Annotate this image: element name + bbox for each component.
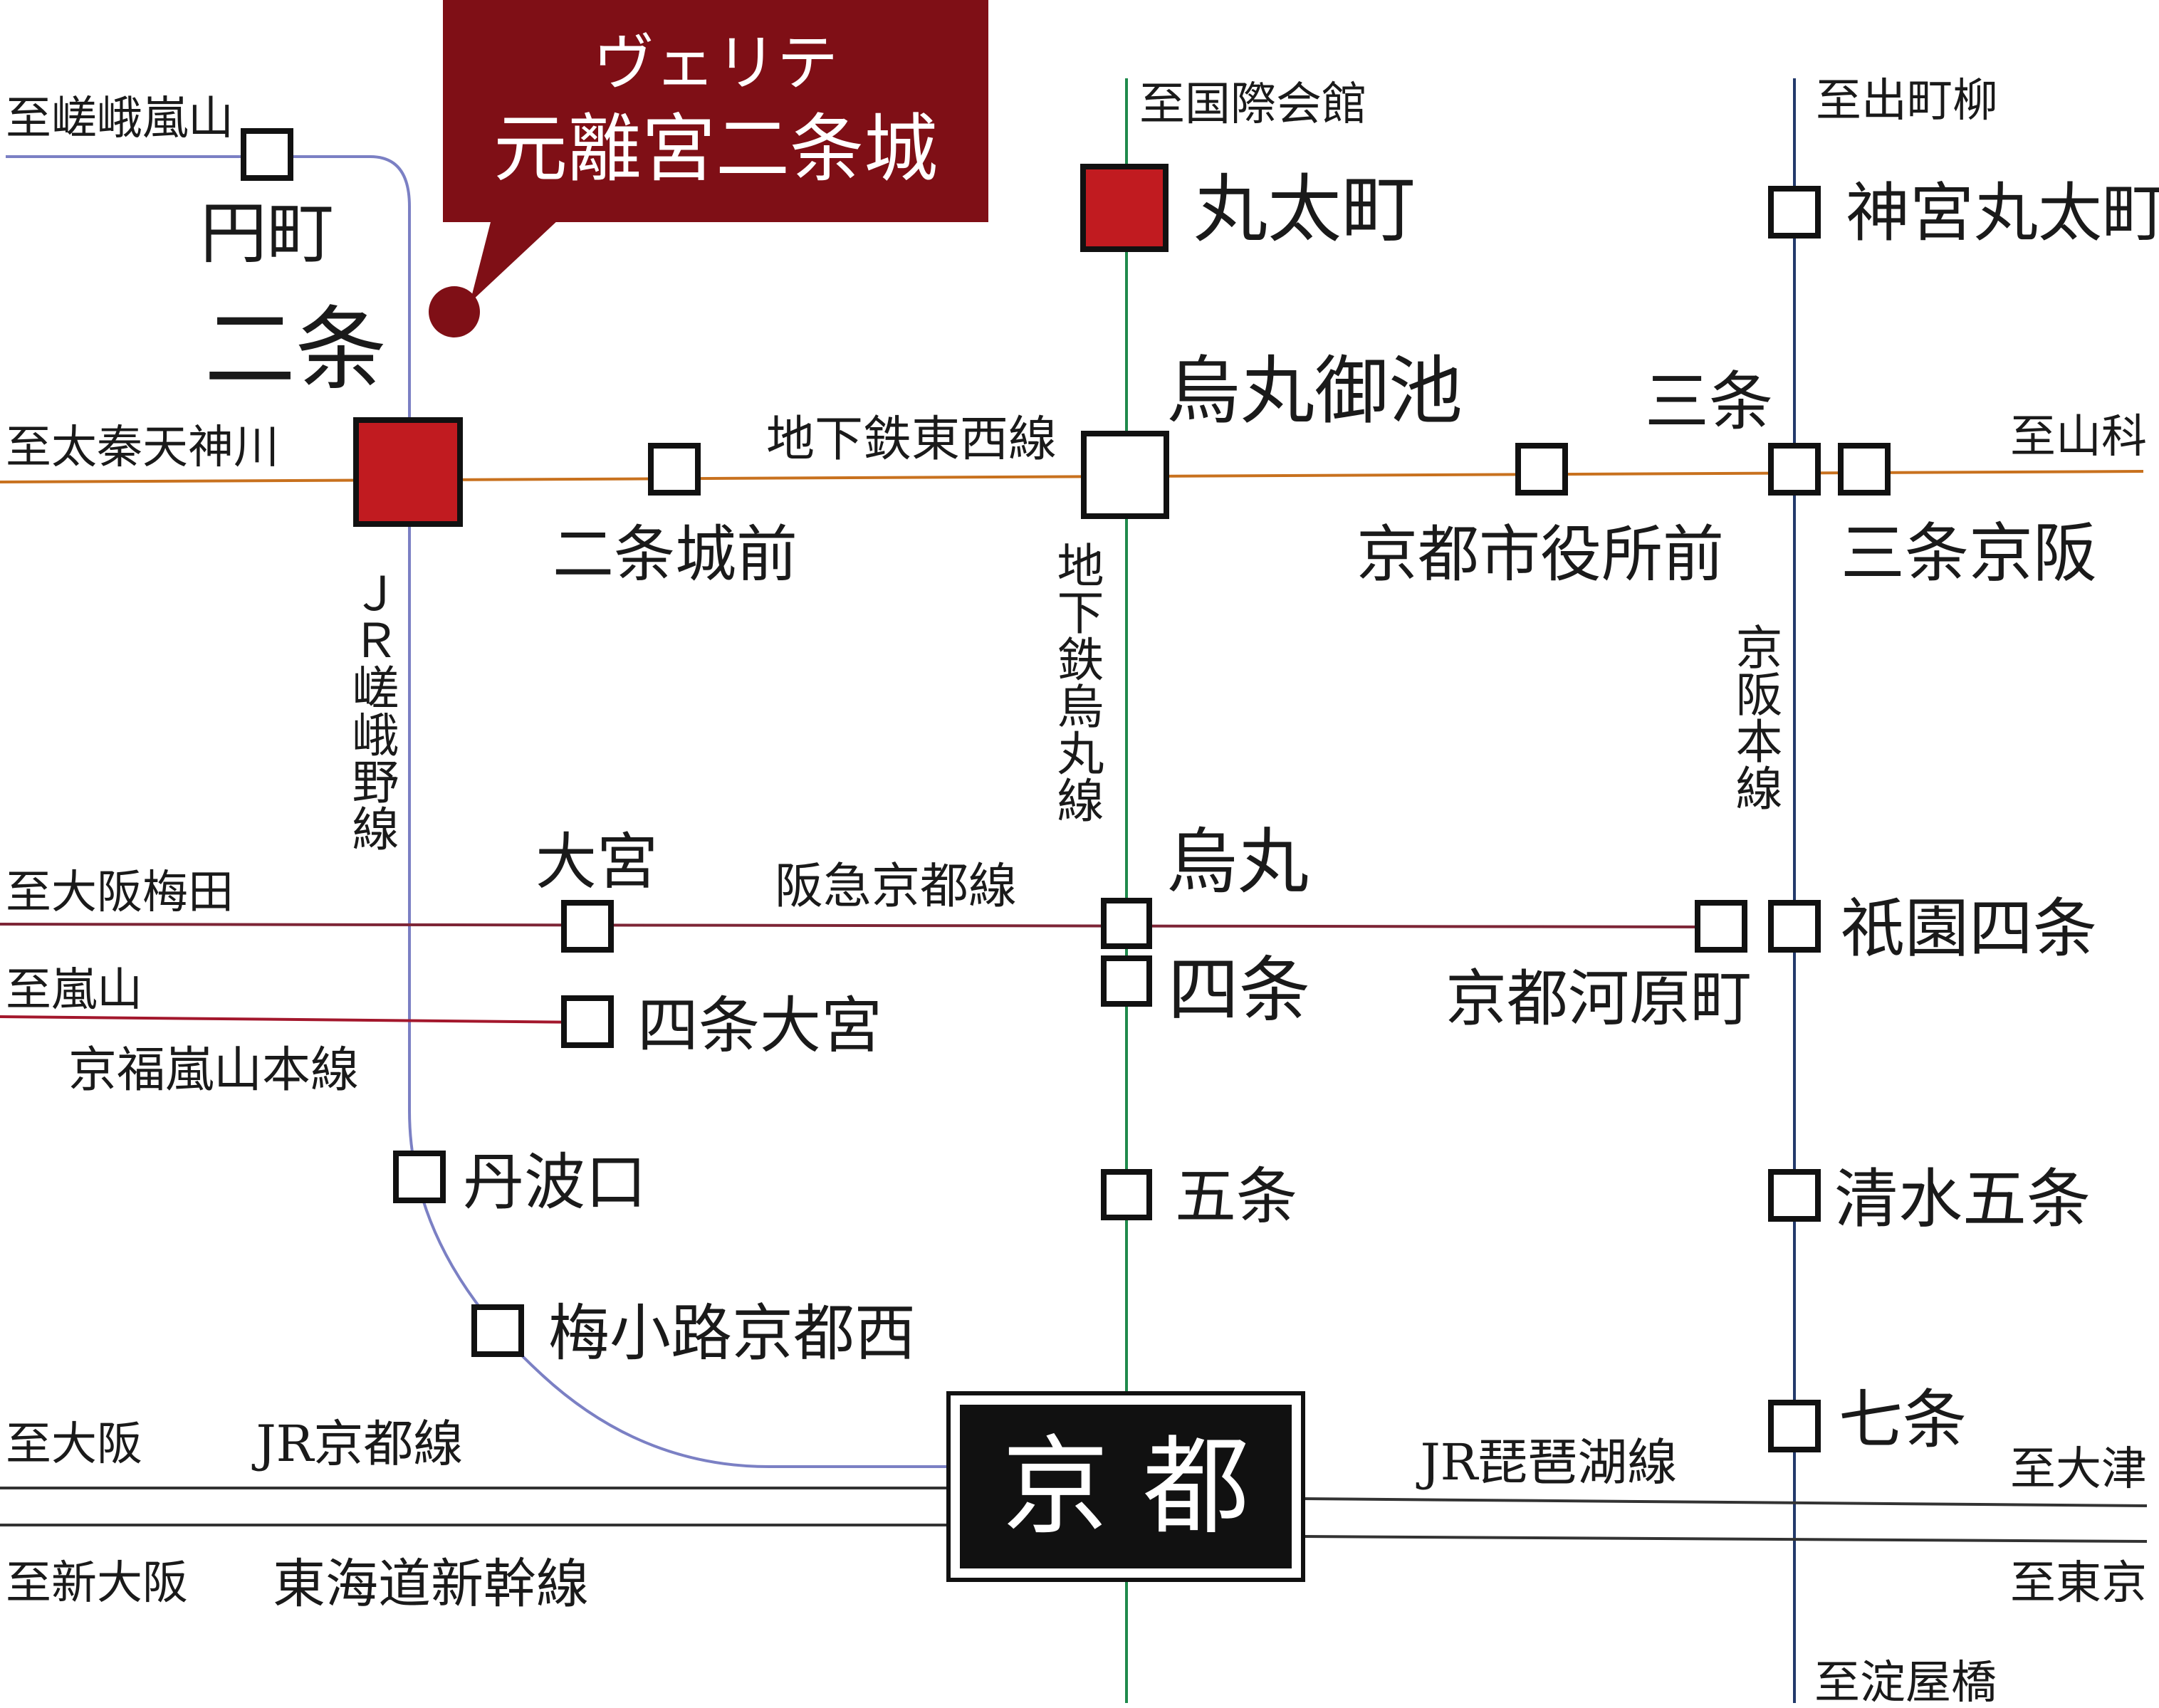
dest-saga-arashiyama: 至嵯峨嵐山	[6, 93, 234, 145]
line-label-jr-biwako: JR琵琶湖線	[1416, 1433, 1678, 1492]
station-label-shijo-omiya: 四条大宮	[637, 990, 882, 1062]
station-emmachi	[241, 128, 293, 181]
station-label-sanjo: 三条	[1645, 365, 1773, 439]
line-label-karasuma: 地下鉄烏丸線	[1050, 541, 1104, 823]
station-label-karasuma-oike: 烏丸御池	[1166, 347, 1463, 434]
callout-line1: ヴェリテ	[593, 28, 838, 99]
callout-line2: 元離宮二条城	[493, 105, 938, 192]
station-label-gojo: 五条	[1175, 1161, 1297, 1232]
station-marutamachi	[1080, 164, 1169, 252]
line-label-hankyu: 阪急京都線	[775, 859, 1017, 915]
station-kyoto: 京 都	[946, 1391, 1305, 1582]
station-umekoji	[471, 1304, 524, 1357]
station-label-nijo: 二条	[204, 297, 387, 403]
station-label-marutamachi: 丸太町	[1193, 166, 1416, 253]
line-label-keihan: 京阪本線	[1728, 623, 1783, 811]
dest-osaka: 至大阪	[6, 1418, 142, 1471]
jr-kyoto-line	[0, 1487, 2148, 1507]
station-kyoto-label: 京 都	[1002, 1425, 1250, 1549]
station-label-nijojo-mae: 二条城前	[553, 519, 798, 590]
jr-sagano-line	[6, 155, 954, 1468]
station-label-kawaramachi: 京都河原町	[1446, 963, 1752, 1034]
station-label-karasuma: 烏丸	[1166, 820, 1309, 903]
station-shijo	[1101, 955, 1152, 1007]
line-label-jr-kyoto: JR京都線	[252, 1415, 464, 1473]
station-label-kiyomizu-gojo: 清水五条	[1834, 1162, 2091, 1237]
dest-yodoyabashi: 至淀屋橋	[1814, 1657, 1997, 1708]
station-label-sanjo-keihan: 三条京阪	[1841, 516, 2097, 591]
station-label-shijo: 四条	[1168, 948, 1310, 1032]
dest-shin-osaka: 至新大阪	[6, 1557, 188, 1610]
property-location-marker	[429, 286, 480, 337]
station-label-tambaguchi: 丹波口	[463, 1147, 647, 1218]
hankyu-kyoto-line	[0, 923, 1745, 928]
keifuku-arashiyama-line	[0, 1015, 592, 1024]
station-label-jingu-marutamachi: 神宮丸太町	[1846, 176, 2159, 251]
callout-pointer	[470, 219, 559, 303]
station-label-shichijo: 七条	[1839, 1383, 1967, 1457]
callout-box	[443, 0, 988, 222]
station-karasuma-oike	[1081, 431, 1169, 519]
station-label-gion-shijo: 祇園四条	[1841, 891, 2097, 966]
station-karasuma	[1101, 898, 1152, 949]
tozai-subway-line	[0, 470, 2144, 483]
dest-uzumasa: 至太秦天神川	[6, 421, 279, 474]
station-shijo-omiya	[561, 995, 614, 1048]
station-sanjo-keihan	[1838, 443, 1891, 496]
station-jingu-marutamachi	[1768, 186, 1821, 239]
station-kiyomizu-gojo	[1768, 1169, 1821, 1222]
dest-osaka-umeda: 至大阪梅田	[6, 866, 234, 919]
dest-otsu: 至大津	[2010, 1443, 2147, 1496]
station-label-emmachi: 円町	[200, 195, 334, 273]
dest-tokyo: 至東京	[2010, 1557, 2147, 1610]
station-omiya	[561, 900, 614, 953]
station-kawaramachi	[1695, 900, 1747, 953]
station-tambaguchi	[393, 1151, 446, 1203]
station-nijojo-mae	[648, 443, 701, 496]
station-label-omiya: 大宮	[535, 827, 658, 898]
station-label-shiyakusho-mae: 京都市役所前	[1356, 519, 1724, 590]
tokaido-shinkansen-line	[0, 1524, 2148, 1543]
line-label-shinkansen: 東海道新幹線	[273, 1554, 589, 1615]
station-sanjo	[1768, 443, 1821, 496]
dest-kokusai-kaikan: 至国際会館	[1139, 78, 1367, 131]
station-gojo	[1101, 1169, 1152, 1220]
property-callout: ヴェリテ 元離宮二条城	[429, 0, 988, 337]
station-gion-shijo	[1768, 900, 1821, 953]
station-shichijo	[1768, 1400, 1821, 1452]
line-label-tozai: 地下鉄東西線	[766, 412, 1057, 468]
dest-arashiyama: 至嵐山	[6, 964, 142, 1017]
line-label-keifuku: 京福嵐山本線	[68, 1042, 359, 1099]
station-shiyakusho-mae	[1515, 443, 1568, 496]
station-label-umekoji: 梅小路京都西	[548, 1298, 916, 1369]
line-label-jr-sagano: ＪＲ嵯峨野線	[345, 570, 399, 852]
station-nijo	[353, 417, 463, 527]
dest-yamashina: 至山科	[2010, 411, 2147, 463]
dest-demachiyanagi: 至出町柳	[1816, 75, 1998, 127]
